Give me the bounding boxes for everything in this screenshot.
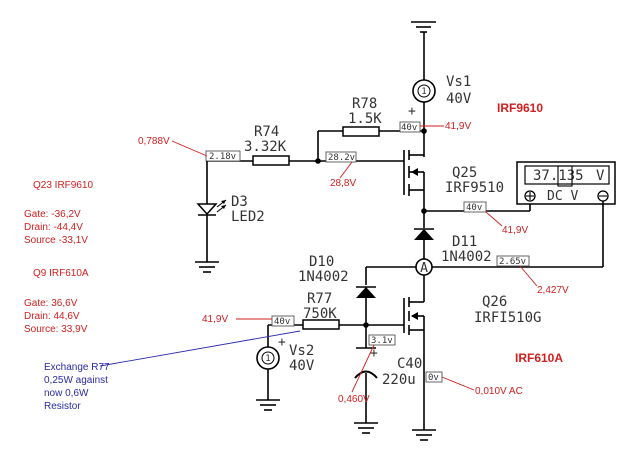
voltmeter-mode: DC V	[547, 189, 578, 204]
r77-name: R77	[307, 291, 332, 307]
vs2-value: 40V	[289, 358, 315, 374]
d3-value: LED2	[231, 209, 265, 225]
voltage-0788: 0,788V	[138, 136, 170, 147]
probe-q25-drain: 40v	[463, 201, 487, 213]
q23-line-0: Q23 IRF9610	[33, 180, 93, 191]
r77-value: 750K	[303, 306, 337, 322]
q9-line-3: Drain: 44,6V	[24, 311, 80, 322]
voltage-2427: 2,427V	[537, 285, 569, 296]
note-line-2: now 0,6W	[44, 388, 89, 399]
vs2-inner-label: 1	[265, 354, 270, 364]
probe-d11: 2.65v	[496, 255, 530, 267]
vs1-plus: +	[408, 104, 416, 119]
voltage-419-top: 41,9V	[445, 121, 471, 132]
r74-value: 3.32K	[244, 139, 287, 155]
r78-name: R78	[352, 96, 377, 112]
note-line-0: Exchange R77	[44, 362, 110, 373]
q26-name: Q26	[482, 294, 507, 310]
r77-resistor	[302, 319, 340, 330]
vs1-inner-label: 1	[421, 87, 426, 97]
r77-note: Exchange R77 0,25W against now 0,6W Resi…	[44, 330, 301, 412]
q9-line-4: Source: 33,9V	[24, 324, 88, 335]
vs2-name: Vs2	[289, 343, 314, 359]
q9-line-0: Q9 IRF610A	[33, 268, 89, 279]
q26-value: IRFI510G	[474, 310, 541, 326]
d3-name: D3	[231, 194, 248, 210]
d10-name: D10	[309, 254, 334, 270]
vs1-value: 40V	[446, 91, 472, 107]
vs2-source: 1	[256, 346, 280, 370]
probe-q25-drain-label: 40v	[466, 203, 482, 213]
d10-value: 1N4002	[298, 269, 349, 285]
note-line-3: Resistor	[44, 401, 81, 412]
vs1-name: Vs1	[446, 74, 471, 90]
ground-symbol-vs2	[256, 399, 280, 411]
probe-q25-gate-label: 28.2v	[328, 153, 355, 163]
voltage-0460: 0,460V	[338, 394, 370, 405]
voltage-419-mid: 41,9V	[502, 225, 528, 236]
q26-mosfet	[403, 297, 425, 335]
c40-plus: +	[370, 346, 378, 361]
c40-value: 220u	[382, 372, 416, 388]
probe-q25-gate: 28.2v	[325, 151, 357, 163]
d3-led	[196, 199, 227, 216]
probe-vs2: 40v	[271, 315, 295, 327]
d11-value: 1N4002	[441, 249, 492, 265]
probe-d3-label: 2.18v	[209, 152, 236, 162]
probe-vs2-label: 40v	[274, 317, 290, 327]
r78-resistor	[342, 126, 380, 137]
q25-name: Q25	[452, 165, 477, 181]
ground-symbol-c40	[354, 422, 378, 434]
ground-symbol-top	[411, 21, 436, 80]
q23-line-2: Gate: -36,2V	[24, 209, 81, 220]
note-line-1: 0,25W against	[44, 375, 108, 386]
voltmeter-unit: V	[596, 168, 605, 184]
q23-line-3: Drain: -44,4V	[24, 222, 83, 233]
probe-c40-top: 3.1v	[368, 334, 396, 346]
junction-r78-right	[421, 128, 427, 134]
r78-value: 1.5K	[348, 111, 382, 127]
voltmeter: 37.135 V DC V	[516, 161, 616, 205]
q25-mosfet	[403, 150, 425, 196]
q25-value: IRF9510	[445, 180, 504, 196]
d11-diode	[414, 228, 434, 240]
q23-line-4: Source -33,1V	[24, 235, 88, 246]
voltage-419-left: 41,9V	[202, 314, 228, 325]
junction-gate-q25	[315, 158, 321, 164]
d11-name: D11	[452, 234, 477, 250]
q9-line-2: Gate: 36,6V	[24, 298, 78, 309]
voltage-0010ac: 0,010V AC	[475, 386, 523, 397]
label-irf610a-bottom: IRF610A	[515, 351, 563, 365]
probe-c40-bottom: 0v	[425, 371, 443, 383]
q23-readings: Q23 IRF9610 Gate: -36,2V Drain: -44,4V S…	[24, 180, 93, 246]
c40-name: C40	[397, 356, 422, 372]
probe-r78-label: 40v	[401, 123, 417, 133]
q9-readings: Q9 IRF610A Gate: 36,6V Drain: 44,6V Sour…	[24, 268, 89, 335]
probe-c40-bottom-label: 0v	[428, 373, 439, 383]
ground-symbol-q26	[412, 429, 436, 441]
probe-d3: 2.18v	[205, 150, 241, 162]
vs2-plus: +	[278, 335, 286, 350]
r74-resistor	[252, 155, 290, 166]
ground-symbol-d3	[195, 261, 219, 273]
junction-gate-q26	[363, 322, 369, 328]
r74-name: R74	[254, 124, 279, 140]
probe-d11-label: 2.65v	[499, 257, 526, 267]
ammeter: A	[415, 258, 433, 276]
d10-diode	[356, 286, 376, 298]
ammeter-label: A	[420, 261, 428, 276]
probe-r78: 40v	[399, 121, 421, 133]
vs1-source: 1	[412, 79, 436, 103]
label-irf9610-top: IRF9610	[497, 101, 543, 115]
voltage-288: 28,8V	[330, 178, 356, 189]
probe-c40-top-label: 3.1v	[371, 336, 393, 346]
